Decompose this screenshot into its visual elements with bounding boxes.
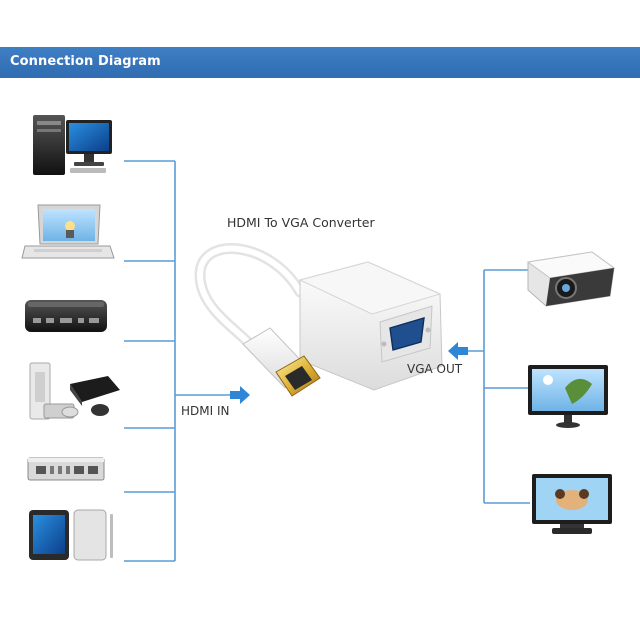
header-bar: Connection Diagram — [0, 47, 640, 78]
game-console-icon — [29, 362, 120, 420]
tablet-icon — [29, 509, 113, 561]
projector-icon — [526, 251, 616, 307]
vga-out-label: VGA OUT — [407, 362, 463, 376]
hdmi-to-vga-converter-image — [194, 243, 443, 397]
set-top-box-icon — [27, 457, 105, 481]
hdmi-in-arrow-icon — [230, 386, 250, 404]
media-box-icon — [25, 300, 107, 332]
converter-title-label: HDMI To VGA Converter — [227, 215, 375, 230]
input-connector-lines — [124, 160, 235, 562]
monitor-icon — [528, 365, 608, 428]
desktop-computer-icon — [33, 115, 112, 175]
laptop-icon — [21, 204, 115, 259]
header-title: Connection Diagram — [10, 54, 161, 69]
hdmi-in-label: HDMI IN — [181, 404, 230, 418]
vga-out-arrow-icon — [448, 342, 468, 360]
tv-icon — [532, 474, 612, 534]
output-connector-lines — [457, 269, 530, 504]
